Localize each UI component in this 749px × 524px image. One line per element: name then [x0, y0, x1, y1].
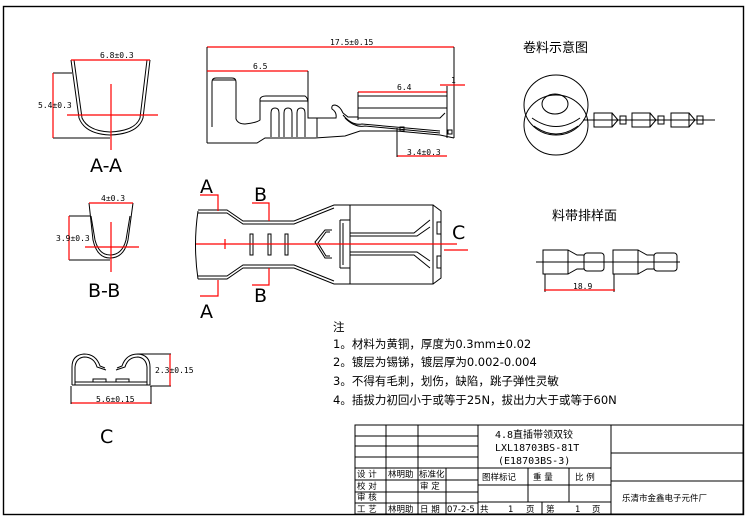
view-c-marker: C [452, 222, 465, 244]
title-block: 4.8直插带领双铰 LXL18703BS-81T (E18703BS-3) 图样… [354, 424, 744, 515]
standardization-label: 标准化 [419, 469, 445, 480]
note-item: 4。插拔力初回小于或等于25N，拔出力大于或等于60N [333, 393, 617, 407]
design-label: 设 计 [357, 469, 377, 480]
side-crimp-dim: 6.5 [253, 62, 268, 71]
reel-view-title: 卷料示意图 [523, 40, 588, 56]
process-label: 工 艺 [357, 505, 377, 515]
review-label: 审 核 [357, 492, 377, 503]
side-contact-dim: 6.4 [397, 83, 412, 92]
aa-width-dim: 6.8±0.3 [100, 51, 134, 60]
alt-part-number: (E18703BS-3) [498, 456, 570, 467]
section-bb-view: 4±0.3 3.9±0.3 B-B [56, 194, 139, 302]
product-name: 4.8直插带领双铰 [495, 428, 573, 441]
strip-view-title: 料带排样面 [552, 209, 617, 224]
date-value: 07-2-5 [447, 505, 475, 515]
total-pages-unit: 页 [526, 505, 535, 515]
bb-height-dim: 3.9±0.3 [56, 234, 90, 243]
section-aa-view: 6.8±0.3 5.4±0.3 A-A [38, 51, 158, 177]
process-person: 林明助 [388, 504, 414, 515]
aa-section-label: A-A [90, 155, 122, 177]
side-lock-dim: 3.4±0.3 [407, 148, 441, 157]
bb-section-label: B-B [88, 280, 120, 302]
part-number: LXL18703BS-81T [495, 443, 579, 454]
side-overall-dim: 17.5±0.15 [330, 38, 374, 47]
top-view: A A B B C [195, 176, 468, 323]
weight-label: 重 量 [533, 472, 553, 483]
bb-width-dim: 4±0.3 [101, 194, 125, 203]
date-label: 日 期 [420, 505, 440, 515]
view-c: 2.3±0.15 5.6±0.15 C [70, 353, 194, 448]
strip-view: 料带排样面 18.9 [536, 209, 680, 292]
drawing-frame [2, 5, 745, 516]
reel-view: 卷料示意图 [523, 40, 715, 156]
notes: 注 1。材料为黄铜，厚度为0.3mm±0.02 2。镀层为锡锑，镀层厚为0.00… [333, 320, 617, 407]
total-pages-label: 共 [480, 505, 489, 515]
strip-pitch-dim: 18.9 [573, 282, 592, 291]
cut-b-bottom-label: B [254, 285, 267, 307]
notes-heading: 注 [333, 320, 345, 334]
c-view-label: C [100, 426, 113, 448]
aa-height-dim: 5.4±0.3 [38, 101, 72, 110]
total-pages-value: 1 [508, 505, 513, 515]
note-item: 3。不得有毛刺，划伤，缺陷，跳子弹性灵敏 [333, 374, 559, 388]
approve-label: 审 定 [420, 481, 440, 492]
scale-label: 比 例 [575, 472, 595, 483]
note-item: 1。材料为黄铜，厚度为0.3mm±0.02 [333, 337, 531, 351]
page-no-unit: 页 [592, 505, 601, 515]
cut-a-bottom-label: A [200, 301, 213, 323]
page-no-label: 第 [546, 504, 555, 515]
side-view: 17.5±0.15 6.5 6.4 1 3.4±0.3 [206, 38, 465, 157]
reel-strip [583, 112, 715, 128]
side-tip-dim: 1 [451, 76, 456, 85]
cut-a-top-label: A [200, 176, 213, 198]
mark-label: 图样标记 [482, 472, 517, 483]
c-height-dim: 2.3±0.15 [155, 366, 194, 375]
company-name: 乐清市金鑫电子元件厂 [622, 493, 707, 504]
check-label: 校 对 [357, 481, 377, 492]
page-no-value: 1 [575, 505, 580, 515]
cut-b-top-label: B [254, 184, 267, 206]
designer-name: 林明助 [388, 469, 414, 480]
note-item: 2。镀层为锡锑，镀层厚为0.002-0.004 [333, 355, 537, 369]
c-width-dim: 5.6±0.15 [96, 395, 135, 404]
